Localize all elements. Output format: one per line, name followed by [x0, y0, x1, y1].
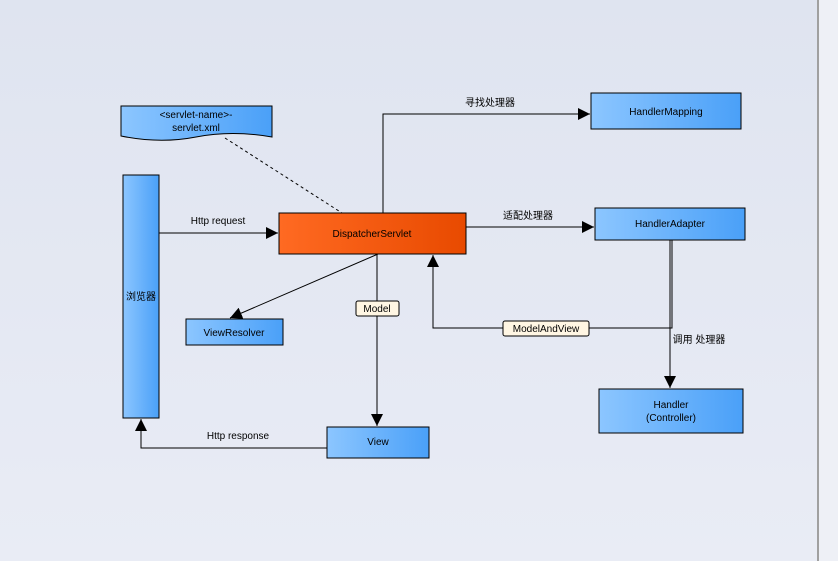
view-resolver-node[interactable]: ViewResolver: [185, 318, 284, 346]
find-handler-label: 寻找处理器: [465, 96, 515, 109]
config-link: [224, 137, 343, 214]
view-label: View: [367, 437, 389, 448]
response-label: Http response: [207, 431, 270, 442]
edge-model-and-view: [427, 240, 673, 329]
handler-node[interactable]: Handler (Controller): [598, 388, 744, 434]
view-node[interactable]: View: [326, 426, 430, 459]
handler-mapping-node[interactable]: HandlerMapping: [590, 92, 742, 130]
edge-response: [135, 419, 327, 449]
browser-node[interactable]: 浏览器: [122, 174, 160, 419]
model-label: Model: [363, 304, 390, 315]
edge-view-resolver: [229, 253, 379, 319]
view-resolver-label: ViewResolver: [204, 328, 266, 339]
adapt-handler-label: 适配处理器: [503, 210, 553, 222]
dispatcher-servlet-node[interactable]: DispatcherServlet: [278, 212, 467, 255]
browser-label: 浏览器: [126, 290, 156, 303]
handler-adapter-node[interactable]: HandlerAdapter: [594, 207, 746, 241]
handler-adapter-label: HandlerAdapter: [635, 219, 706, 230]
handler-label-1: Handler: [653, 400, 689, 411]
handler-label-2: (Controller): [646, 413, 696, 424]
config-document[interactable]: <servlet-name>- servlet.xml: [120, 105, 273, 141]
handler-mapping-label: HandlerMapping: [629, 107, 702, 118]
invoke-handler-label: 调用 处理器: [673, 334, 726, 346]
config-label-2: servlet.xml: [172, 123, 220, 134]
config-label-1: <servlet-name>-: [160, 110, 233, 121]
dispatcher-label: DispatcherServlet: [333, 229, 412, 240]
request-label: Http request: [191, 216, 246, 227]
edge-find-handler: [382, 108, 590, 213]
model-and-view-label: ModelAndView: [513, 324, 580, 335]
